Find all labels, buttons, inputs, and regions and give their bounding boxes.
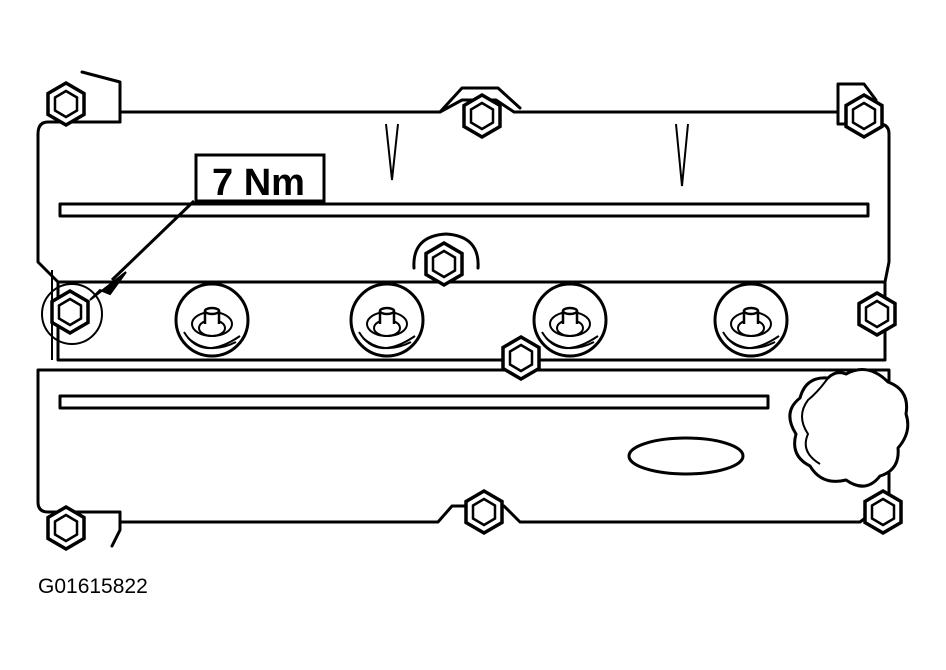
arrow-icon: [89, 271, 127, 301]
oil-filler-cap-icon: [788, 368, 910, 488]
cover-upper-outline: [36, 98, 891, 284]
cover-flange-left: [110, 510, 122, 548]
spark-plug-well-icon: [174, 282, 789, 358]
cover-lower-outline: [36, 368, 891, 524]
center-bolt-boss: [412, 232, 480, 270]
figure-code: G01615822: [38, 575, 148, 598]
upper-groove: [58, 202, 870, 218]
cover-rim-right: [836, 82, 878, 114]
left-bolt-boss: [41, 283, 103, 345]
cover-rim-center: [438, 86, 522, 114]
cover-rib-2: [675, 123, 689, 187]
cover-middle-outline: [56, 280, 887, 362]
torque-callout: 7 Nm: [89, 153, 326, 301]
cover-rib-1: [385, 123, 399, 181]
torque-label: 7 Nm: [212, 162, 305, 204]
lower-groove: [58, 394, 770, 410]
torque-label-box: [194, 153, 326, 203]
cover-rim-left: [80, 70, 122, 124]
callout-leader-line: [110, 199, 196, 282]
logo-oval-icon: [627, 436, 745, 476]
